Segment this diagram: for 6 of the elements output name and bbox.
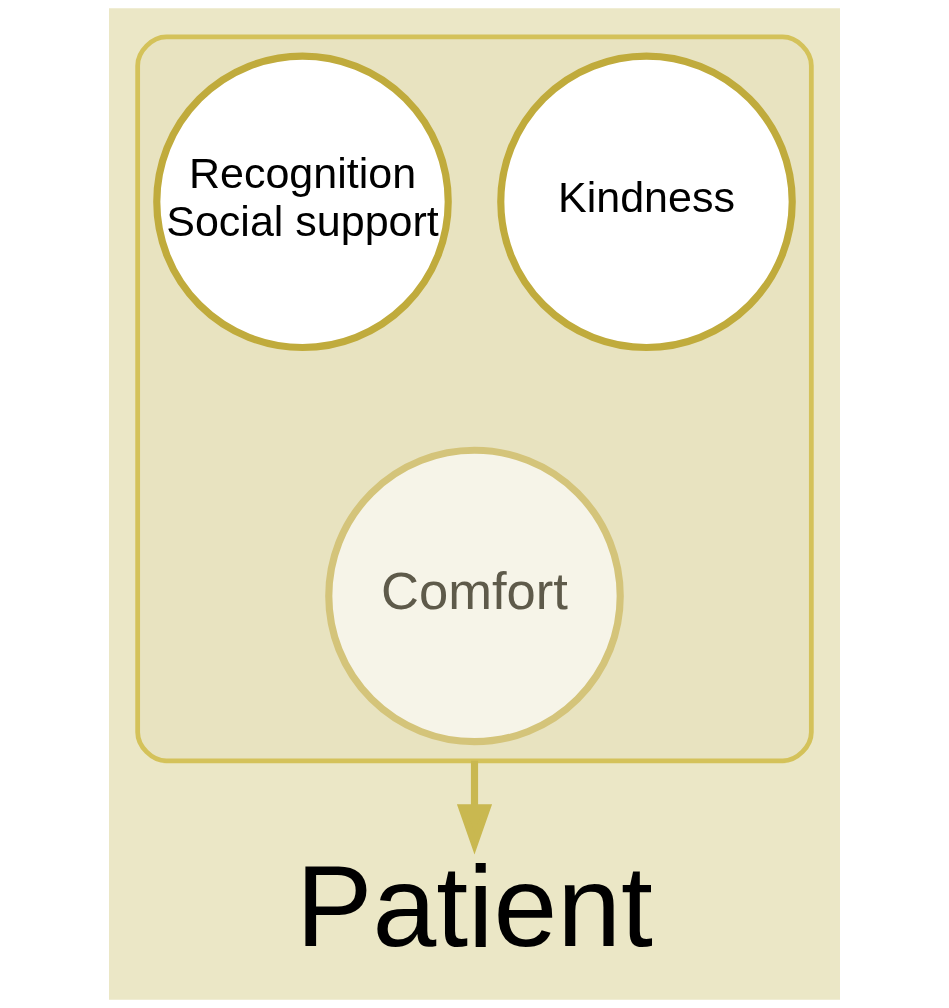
node-circle: Kindness bbox=[497, 52, 796, 352]
node-text: Patient bbox=[296, 841, 653, 970]
node-circle: Comfort bbox=[325, 446, 624, 746]
arrow bbox=[456, 760, 493, 855]
cluster bbox=[135, 34, 814, 764]
node-circle: Recognition Social support bbox=[153, 52, 452, 352]
